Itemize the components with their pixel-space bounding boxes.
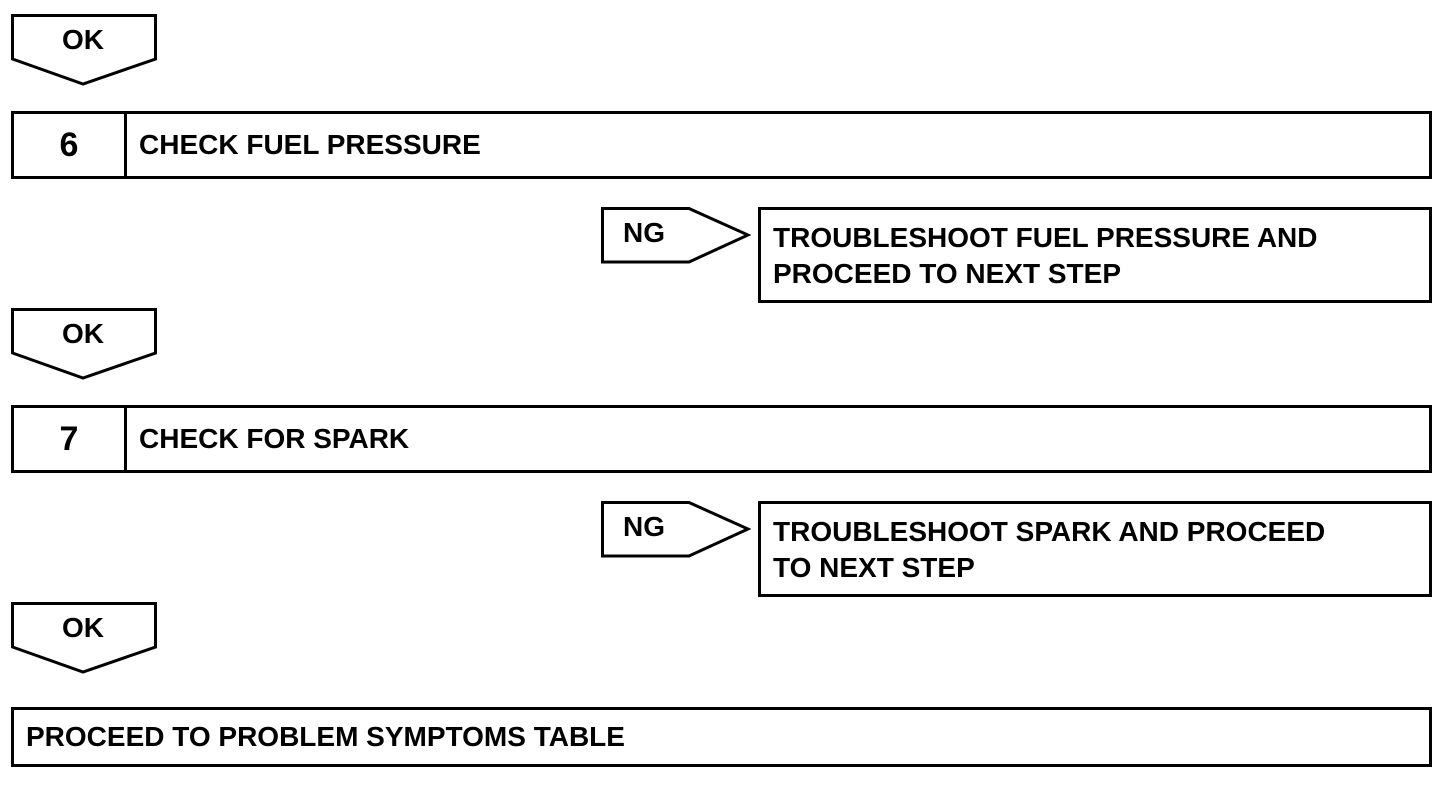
ng-label: NG [623, 511, 665, 542]
ng-action-box-2: TROUBLESHOOT SPARK AND PROCEED TO NEXT S… [758, 501, 1432, 597]
final-step-box: PROCEED TO PROBLEM SYMPTOMS TABLE [11, 707, 1432, 767]
ng-label: NG [623, 217, 665, 248]
step-box-7: 7 CHECK FOR SPARK [11, 405, 1432, 473]
ng-action-line: TO NEXT STEP [773, 552, 975, 583]
ok-arrow-2: OK [11, 308, 157, 380]
down-arrow-shape-icon [11, 602, 157, 674]
ng-action-line: PROCEED TO NEXT STEP [773, 258, 1121, 289]
right-arrow-shape-icon [601, 207, 751, 264]
right-arrow-shape-icon [601, 501, 751, 558]
ok-label: OK [62, 24, 104, 55]
step-number: 7 [14, 408, 127, 470]
ng-arrow-2: NG [601, 501, 751, 559]
down-arrow-shape-icon [11, 308, 157, 380]
ng-arrow-1: NG [601, 207, 751, 265]
step-title: CHECK FOR SPARK [139, 423, 410, 454]
ng-action-line: TROUBLESHOOT FUEL PRESSURE AND [773, 222, 1318, 253]
ok-label: OK [62, 612, 104, 643]
step-number: 6 [14, 114, 127, 176]
step-box-6: 6 CHECK FUEL PRESSURE [11, 111, 1432, 179]
ng-action-line: TROUBLESHOOT SPARK AND PROCEED [773, 516, 1326, 547]
step-title: CHECK FUEL PRESSURE [139, 129, 481, 160]
ok-label: OK [62, 318, 104, 349]
ng-action-box-1: TROUBLESHOOT FUEL PRESSURE AND PROCEED T… [758, 207, 1432, 303]
ok-arrow-3: OK [11, 602, 157, 674]
down-arrow-shape-icon [11, 14, 157, 86]
ok-arrow-1: OK [11, 14, 157, 86]
